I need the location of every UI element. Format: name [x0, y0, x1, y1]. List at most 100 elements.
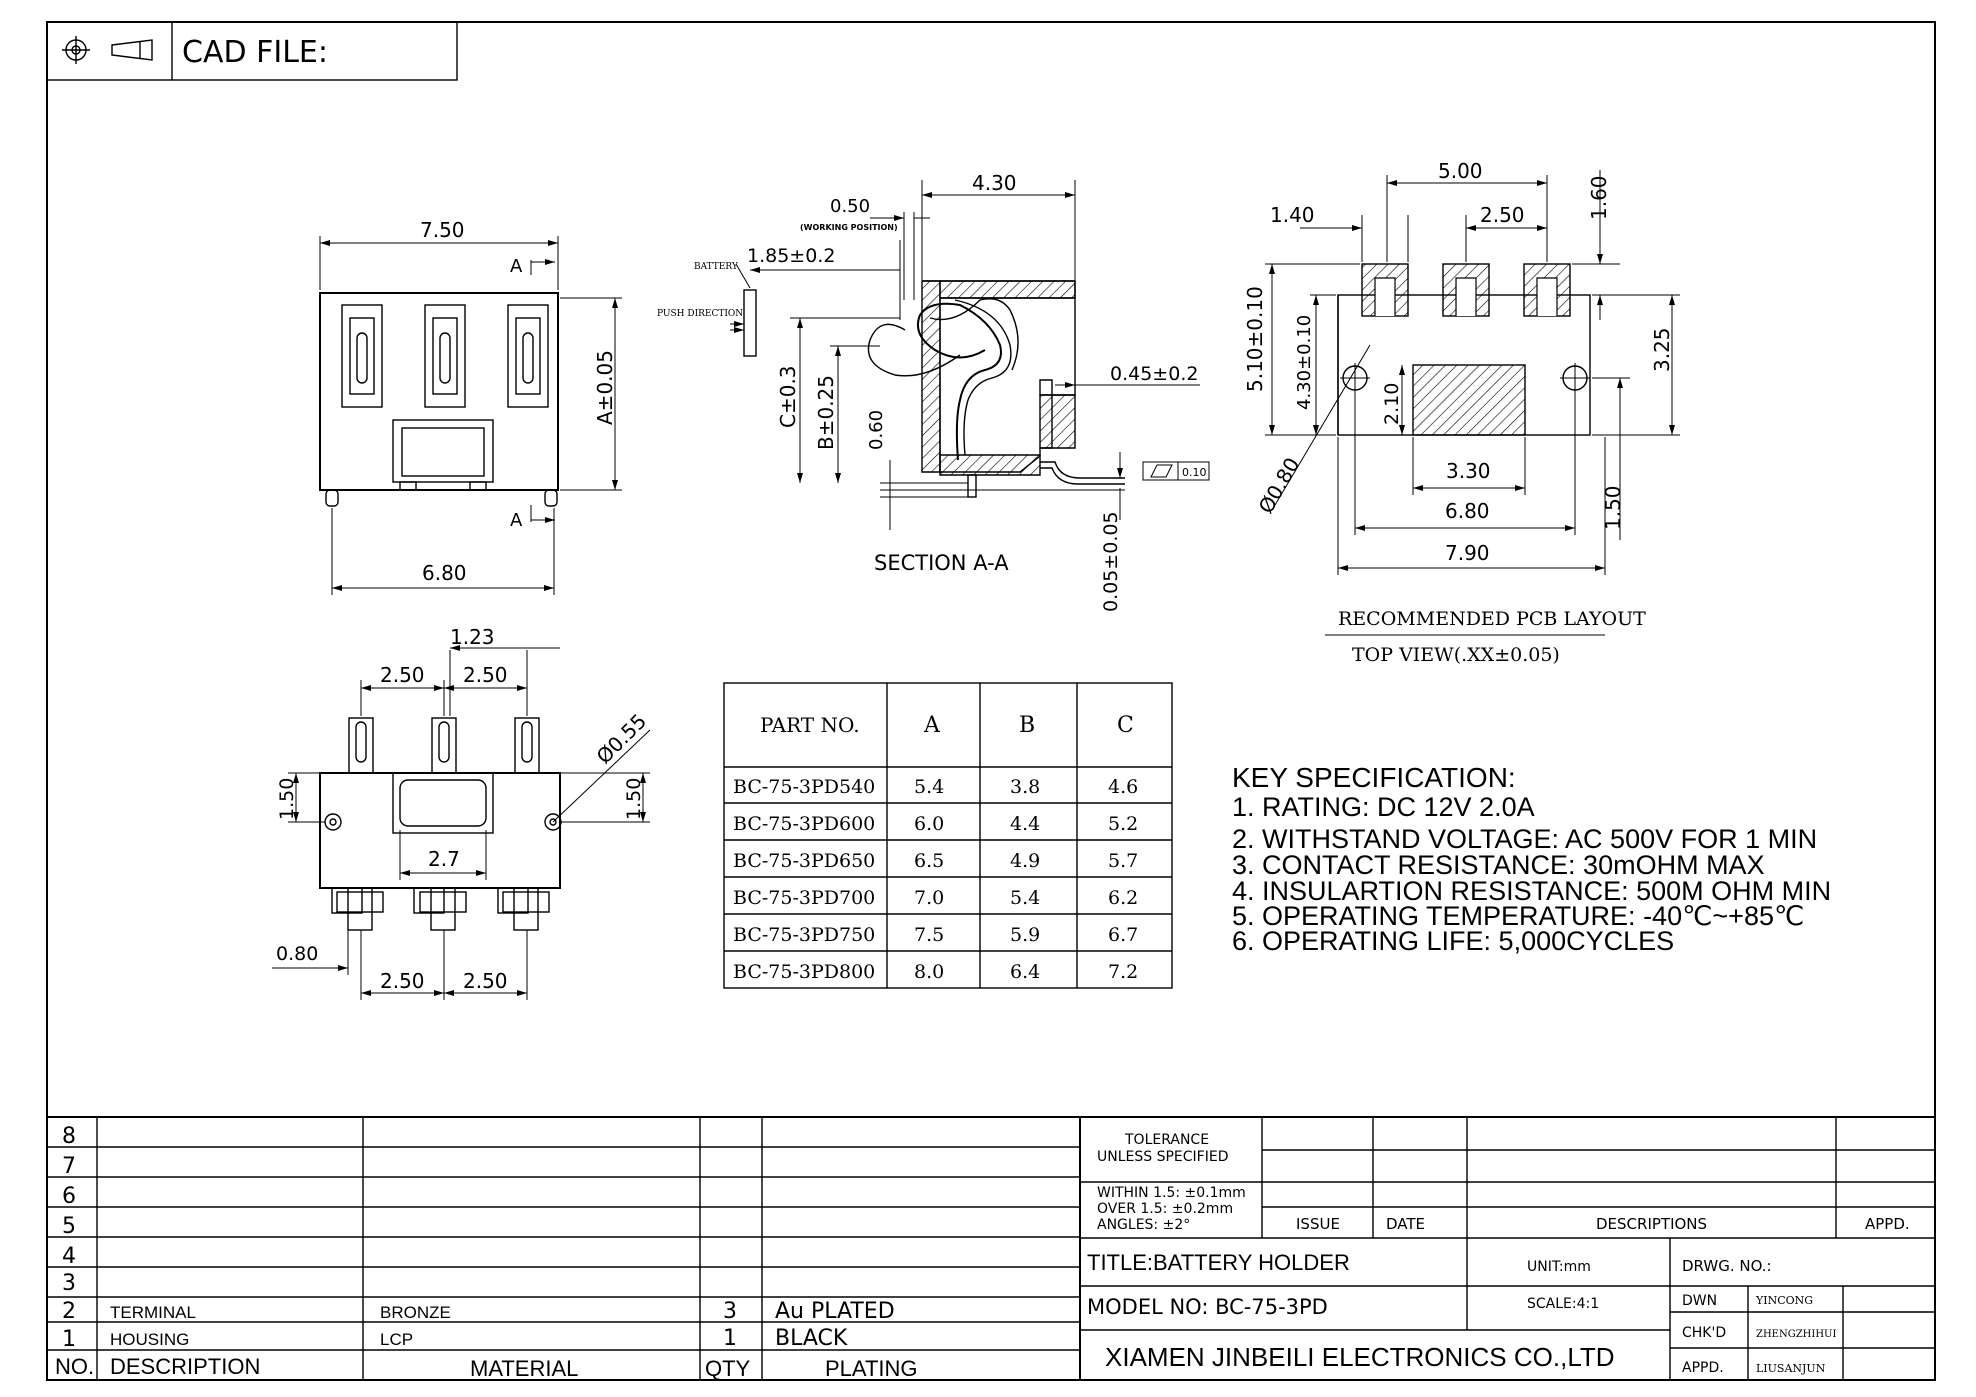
- spec-item: 2. WITHSTAND VOLTAGE: AC 500V FOR 1 MIN: [1232, 824, 1817, 854]
- spec-item: 1. RATING: DC 12V 2.0A: [1232, 792, 1535, 822]
- svg-text:1: 1: [723, 1326, 737, 1351]
- pin: [431, 717, 457, 774]
- dim-width: 7.50: [420, 218, 465, 242]
- pcb-center-pad: [1412, 364, 1526, 436]
- table-header-part: PART NO.: [760, 713, 860, 737]
- dwn-name: YINCONG: [1755, 1294, 1813, 1307]
- svg-text:5.2: 5.2: [1108, 813, 1138, 835]
- flatness-value: 0.10: [1182, 466, 1207, 479]
- svg-text:4.6: 4.6: [1108, 776, 1138, 798]
- pcb-layout: 5.00 1.40 2.50 1.60 3.25 1.50 5.10±0.10 …: [1243, 159, 1680, 666]
- dim-250c: 2.50: [380, 969, 425, 993]
- dim-325: 3.25: [1650, 327, 1674, 372]
- spec-item: 6. OPERATING LIFE: 5,000CYCLES: [1232, 926, 1674, 956]
- dim-160: 1.60: [1587, 175, 1611, 220]
- svg-text:6.0: 6.0: [914, 813, 944, 835]
- battery-label: BATTERY: [694, 262, 739, 272]
- svg-text:7.0: 7.0: [914, 887, 944, 909]
- model-number: MODEL NO: BC-75-3PD: [1087, 1295, 1328, 1319]
- svg-text:PLATING: PLATING: [825, 1356, 918, 1381]
- dim-430: 4.30±0.10: [1294, 315, 1315, 410]
- header-box: CAD FILE:: [46, 21, 458, 81]
- dim-123: 1.23: [450, 625, 495, 649]
- svg-text:BC-75-3PD600: BC-75-3PD600: [733, 813, 875, 835]
- mount-hole: [324, 813, 342, 831]
- bom-header: NO. DESCRIPTION MATERIAL QTY PLATING: [55, 1354, 918, 1381]
- terminal-slot: [341, 304, 383, 408]
- svg-text:NO.: NO.: [55, 1354, 94, 1379]
- bom-row-number: 6: [62, 1184, 76, 1209]
- svg-text:8.0: 8.0: [914, 961, 944, 983]
- tolerance-label: TOLERANCE: [1124, 1132, 1209, 1148]
- bom-row-number: 7: [62, 1154, 76, 1179]
- dim-045: 0.45±0.2: [1110, 363, 1198, 385]
- pcb-pad: [1442, 263, 1490, 317]
- pcb-hole: [1340, 363, 1370, 393]
- section-title: SECTION A-A: [874, 551, 1009, 575]
- pcb-hole: [1560, 363, 1590, 393]
- bom-row: HOUSING LCP 1 BLACK: [110, 1326, 848, 1351]
- dim-250a: 2.50: [380, 663, 425, 687]
- push-direction-label: PUSH DIRECTION: [657, 309, 743, 319]
- bom-row: TERMINAL BRONZE 3 Au PLATED: [110, 1299, 895, 1324]
- bom-row-number: 3: [62, 1271, 76, 1296]
- table-row: BC-75-3PD750 7.5 5.9 6.7: [733, 924, 1138, 946]
- dim-500: 5.00: [1438, 159, 1483, 183]
- drawing-title: TITLE:BATTERY HOLDER: [1087, 1250, 1350, 1275]
- svg-text:5.7: 5.7: [1108, 850, 1138, 872]
- table-row: BC-75-3PD700 7.0 5.4 6.2: [733, 887, 1138, 909]
- svg-text:BC-75-3PD700: BC-75-3PD700: [733, 887, 875, 909]
- svg-text:BC-75-3PD540: BC-75-3PD540: [733, 776, 875, 798]
- pin: [348, 717, 374, 774]
- bom-row-number: 5: [62, 1214, 76, 1239]
- svg-text:5.9: 5.9: [1010, 924, 1040, 946]
- spec-item: 3. CONTACT RESISTANCE: 30mOHM MAX: [1232, 850, 1765, 880]
- dim-250d: 2.50: [463, 969, 508, 993]
- svg-text:5.4: 5.4: [1010, 887, 1040, 909]
- svg-text:BLACK: BLACK: [775, 1326, 848, 1351]
- dim-pins: 6.80: [422, 561, 467, 585]
- appd-name: LIUSANJUN: [1756, 1362, 1826, 1375]
- projection-symbol-icon: [62, 36, 153, 64]
- bom-row-number: 8: [62, 1124, 76, 1149]
- dim-push: 1.85±0.2: [747, 245, 835, 267]
- svg-text:MATERIAL: MATERIAL: [470, 1356, 578, 1381]
- dim-330: 3.30: [1446, 459, 1491, 483]
- dim-250: 2.50: [1480, 203, 1525, 227]
- front-view: 2.50 2.50 1.23 Ø0.55 1.50 1.50 2.7 0.80: [272, 625, 651, 1000]
- dim-150-left: 1.50: [276, 778, 298, 820]
- table-row: BC-75-3PD600 6.0 4.4 5.2: [733, 813, 1138, 835]
- svg-text:BRONZE: BRONZE: [380, 1303, 451, 1322]
- pcb-view-caption: TOP VIEW(.XX±0.05): [1352, 644, 1560, 666]
- svg-text:3: 3: [723, 1299, 737, 1324]
- table-header-b: B: [1019, 713, 1035, 738]
- appd-signer-label: APPD.: [1682, 1360, 1724, 1376]
- svg-text:4.9: 4.9: [1010, 850, 1040, 872]
- tolerance-angles: ANGLES: ±2°: [1097, 1217, 1190, 1233]
- pcb-pad: [1361, 263, 1409, 317]
- svg-text:QTY: QTY: [705, 1356, 751, 1381]
- table-row: BC-75-3PD540 5.4 3.8 4.6: [733, 776, 1138, 798]
- table-row: BC-75-3PD650 6.5 4.9 5.7: [733, 850, 1138, 872]
- dim-150-right: 1.50: [623, 778, 645, 820]
- terminal-slot: [424, 304, 466, 408]
- chkd-name: ZHENGZHIHUI: [1756, 1329, 1836, 1340]
- section-marker: A: [510, 510, 523, 531]
- dim-080: 0.80: [276, 943, 318, 965]
- svg-text:BC-75-3PD800: BC-75-3PD800: [733, 961, 875, 983]
- top-view: A A 7.50 A±0.05 6.80: [319, 218, 622, 595]
- flatness-icon: [1150, 464, 1173, 478]
- bom-row-number: 2: [62, 1299, 76, 1324]
- spec-item: 5. OPERATING TEMPERATURE: -40℃~+85℃: [1232, 901, 1804, 931]
- cad-file-label: CAD FILE:: [182, 35, 328, 70]
- svg-text:LCP: LCP: [380, 1330, 413, 1349]
- svg-text:6.7: 6.7: [1108, 924, 1138, 946]
- svg-text:5.4: 5.4: [914, 776, 944, 798]
- dim-b: B±0.25: [814, 375, 838, 450]
- section-view: BATTERY PUSH DIRECTION 4.30 0.50 (WORKIN…: [657, 171, 1210, 612]
- svg-text:6.4: 6.4: [1010, 961, 1040, 983]
- dim-top: 4.30: [972, 171, 1017, 195]
- svg-text:7.2: 7.2: [1108, 961, 1138, 983]
- date-label: DATE: [1386, 1215, 1425, 1233]
